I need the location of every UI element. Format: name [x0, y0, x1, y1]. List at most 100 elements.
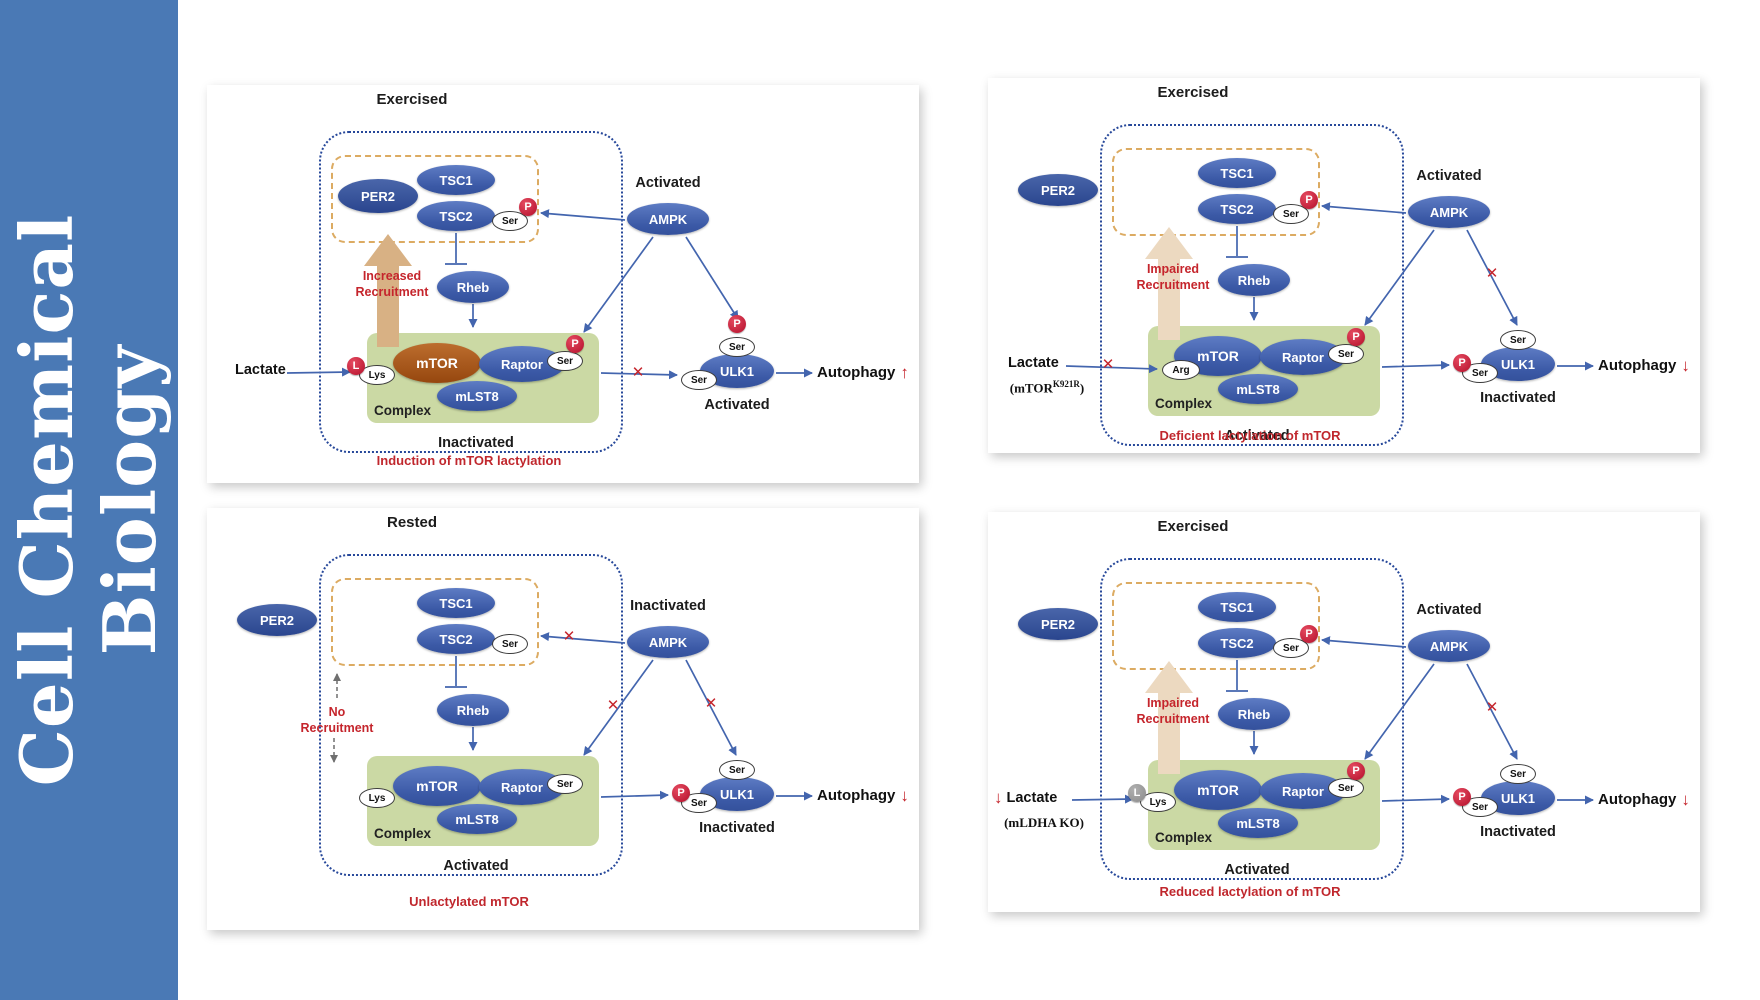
panel-title: Rested [386, 514, 438, 531]
arrow-ampk-to-ulk1 [1466, 663, 1518, 760]
recruitment-line2: Recruitment [1136, 712, 1210, 727]
journal-title-line1: Cell Chemical [4, 213, 90, 787]
arrow-ampk-to-complex [583, 236, 654, 333]
inhibit-x-icon: ✕ [631, 364, 645, 381]
per2-node: PER2 [237, 604, 317, 636]
recruitment-arrow [1145, 661, 1193, 774]
ser-site: Ser [1273, 204, 1309, 224]
phospho-p-badge: P [1347, 762, 1365, 780]
pathway-wires [330, 632, 813, 801]
autophagy-direction-icon: ↑ [900, 363, 909, 382]
tbar-tsc2-to-rheb [445, 233, 467, 265]
arrow-ampk-to-tsc2 [540, 209, 626, 221]
panel-mldha-ko: Exercised PER2 TSC1 TSC2 Ser P Activated… [988, 512, 1700, 912]
phospho-p-badge: P [672, 784, 690, 802]
inhibit-x-icon: ✕ [606, 697, 620, 714]
arrow-ampk-to-complex [583, 659, 654, 756]
ser-site: Ser [492, 211, 528, 231]
tsc2-node: TSC2 [1198, 628, 1276, 658]
per2-node: PER2 [1018, 174, 1098, 206]
inhibit-x-icon: ✕ [1485, 699, 1499, 716]
arrow-lactate-to-complex [1071, 794, 1134, 804]
phospho-p-badge: P [1300, 191, 1318, 209]
complex-state-label: Activated [1224, 428, 1290, 444]
panel-title: Exercised [1157, 518, 1229, 535]
panel-caption: Induction of mTOR lactylation [376, 453, 562, 468]
arrow-complex-to-ulk1 [1381, 360, 1450, 370]
tsc2-node: TSC2 [417, 624, 495, 654]
arrow-ampk-to-tsc2 [540, 632, 626, 644]
dotted-boundary [1100, 124, 1404, 446]
orange-recruitment-box [1112, 148, 1320, 236]
ser-site: Ser [1462, 363, 1498, 383]
complex-label: Complex [374, 826, 432, 841]
autophagy-text: Autophagy [817, 364, 896, 381]
arrow-ampk-to-ulk1 [1466, 229, 1518, 326]
phospho-p-badge: P [1453, 788, 1471, 806]
ampk-node: AMPK [1408, 630, 1490, 662]
ulk1-state-label: Inactivated [1480, 824, 1556, 840]
arrow-ampk-to-ulk1 [685, 236, 739, 320]
note-post: ) [1079, 380, 1085, 396]
ampk-node: AMPK [1408, 196, 1490, 228]
ser-site: Ser [547, 774, 583, 794]
rheb-node: Rheb [437, 694, 509, 726]
orange-recruitment-box [331, 578, 539, 666]
dotted-boundary [1100, 558, 1404, 880]
ser-site: Ser [719, 337, 755, 357]
autophagy-text: Autophagy [817, 787, 896, 804]
autophagy-text: Autophagy [1598, 357, 1677, 374]
inhibit-x-icon: ✕ [562, 628, 576, 645]
mtor-node: mTOR [1174, 770, 1262, 810]
lys-residue: Lys [359, 788, 395, 808]
tsc1-node: TSC1 [1198, 158, 1276, 188]
ser-site: Ser [681, 793, 717, 813]
arrow-ampk-to-ulk1 [685, 659, 737, 756]
autophagy-label: Autophagy ↓ [1598, 791, 1690, 808]
inhibit-x-icon: ✕ [1485, 265, 1499, 282]
inhibit-x-icon: ✕ [1101, 356, 1115, 373]
recruitment-label: Increased Recruitment [319, 268, 465, 301]
note-sup: K921R [1052, 379, 1080, 389]
mlst8-node: mLST8 [437, 804, 517, 834]
recruitment-line1: No [328, 705, 346, 719]
tsc1-node: TSC1 [417, 588, 495, 618]
autophagy-label: Autophagy ↑ [817, 364, 909, 381]
ser-site: Ser [1500, 330, 1536, 350]
pathway-wires [286, 209, 813, 380]
ser-site: Ser [547, 351, 583, 371]
autophagy-direction-icon: ↓ [1681, 790, 1690, 809]
complex-label: Complex [1155, 396, 1213, 411]
ser-site: Ser [1500, 764, 1536, 784]
pathway-wires [1065, 202, 1594, 374]
per2-node: PER2 [1018, 608, 1098, 640]
lactate-note: (mLDHA KO) [1004, 815, 1084, 830]
autophagy-direction-icon: ↓ [1681, 356, 1690, 375]
recruitment-label: Impaired Recruitment [1100, 261, 1246, 294]
lactate-label: ↓ Lactate [994, 789, 1057, 806]
phospho-p-badge: P [519, 198, 537, 216]
ser-site: Ser [1328, 778, 1364, 798]
tsc2-node: TSC2 [1198, 194, 1276, 224]
autophagy-label: Autophagy ↓ [817, 787, 909, 804]
phospho-p-badge: P [1347, 328, 1365, 346]
recruitment-line1: Impaired [1146, 696, 1200, 710]
per2-node: PER2 [338, 179, 418, 213]
recruitment-line2: Recruitment [1136, 278, 1210, 293]
arg-residue: Arg [1162, 360, 1200, 380]
complex-state-label: Activated [443, 858, 509, 874]
tsc1-node: TSC1 [417, 165, 495, 195]
lactate-direction-icon: ↓ [994, 788, 1003, 807]
panel-caption: Reduced lactylation of mTOR [1159, 884, 1341, 899]
ser-site: Ser [1462, 797, 1498, 817]
autophagy-text: Autophagy [1598, 791, 1677, 808]
panel-title: Exercised [376, 91, 448, 108]
dotted-boundary [319, 554, 623, 876]
tbar-tsc2-to-rheb [1226, 660, 1248, 692]
tbar-tsc2-to-rheb [445, 656, 467, 688]
recruitment-label: No Recruitment [267, 704, 407, 737]
recruitment-label: Impaired Recruitment [1100, 695, 1246, 728]
mtor-node: mTOR [393, 766, 481, 806]
ulk1-state-label: Activated [704, 397, 770, 413]
lactate-note: (mTORK921R) [988, 379, 1106, 396]
